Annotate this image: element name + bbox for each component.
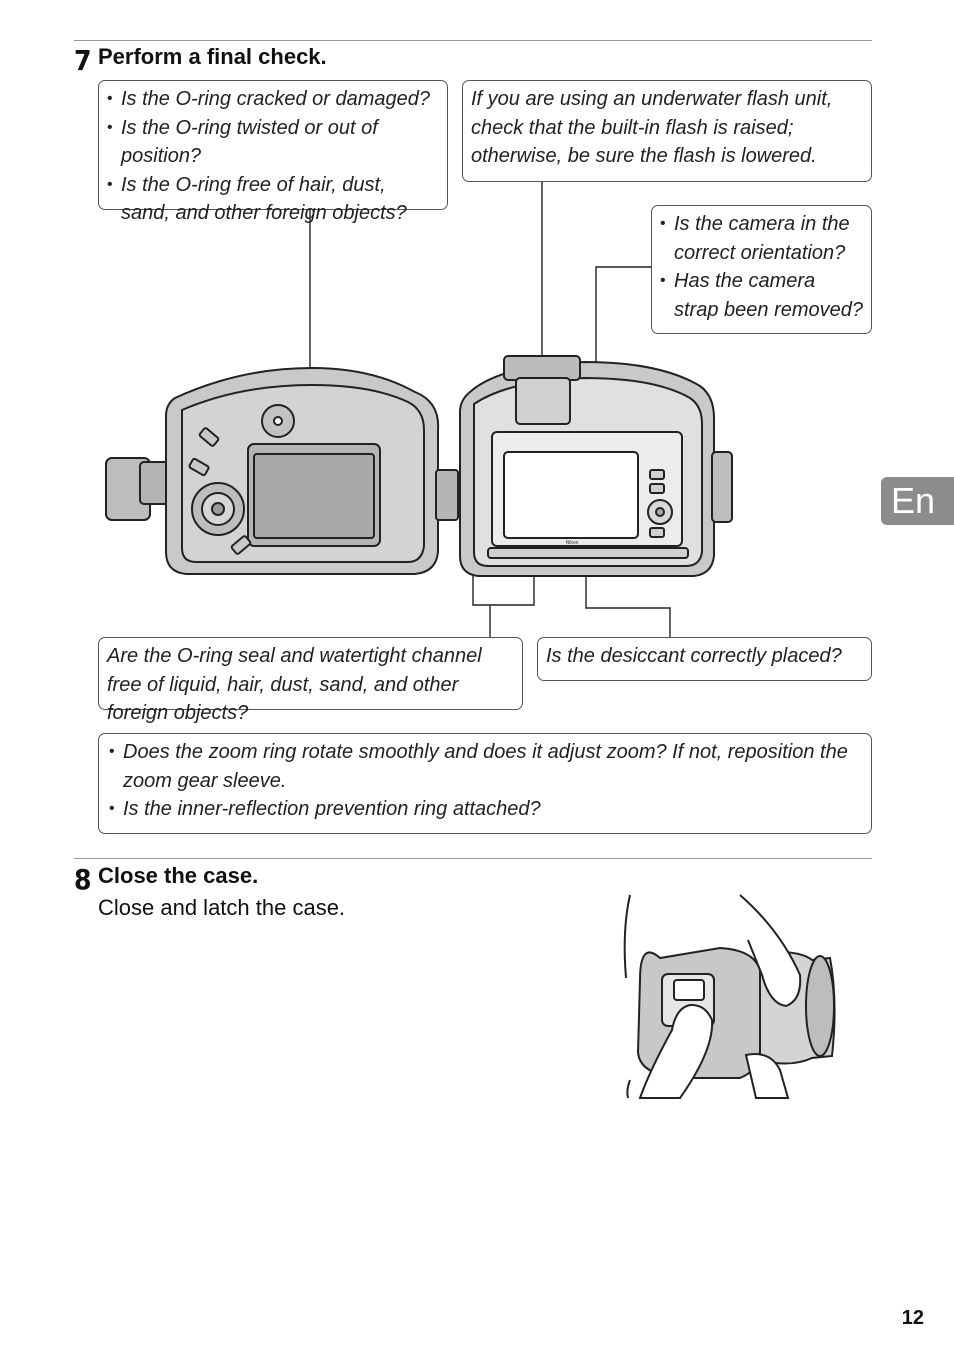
- callout-item: Has the camera strap been removed?: [660, 267, 863, 324]
- callout-desiccant-check: Is the desiccant correctly placed?: [537, 637, 872, 681]
- step-number-8: 8: [74, 863, 92, 896]
- page-number: 12: [901, 1307, 924, 1329]
- camera-brand-label: Nikon: [566, 540, 579, 546]
- callout-text: If you are using an underwater flash uni…: [471, 88, 833, 167]
- section-rule-step8: [74, 858, 872, 859]
- callout-item: Is the inner-reflection prevention ring …: [109, 795, 863, 824]
- callout-item: Is the O-ring twisted or out of position…: [107, 114, 439, 171]
- callout-flash-check: If you are using an underwater flash uni…: [462, 80, 872, 182]
- step-body-8: Close and latch the case.: [98, 895, 346, 920]
- callout-text: Is the desiccant correctly placed?: [546, 645, 842, 667]
- callout-item: Is the O-ring free of hair, dust, sand, …: [107, 171, 439, 228]
- callout-seal-check: Are the O-ring seal and watertight chann…: [98, 637, 523, 724]
- callout-item: Does the zoom ring rotate smoothly and d…: [109, 738, 863, 795]
- callout-oring-check: Is the O-ring cracked or damaged? Is the…: [98, 80, 448, 224]
- callout-zoom-check: Does the zoom ring rotate smoothly and d…: [98, 733, 872, 834]
- step-title-7: Perform a final check.: [98, 44, 327, 69]
- callout-camera-check: Is the camera in the correct orientation…: [651, 205, 872, 334]
- callout-item: Is the camera in the correct orientation…: [660, 210, 863, 267]
- language-tab: En: [881, 477, 954, 525]
- section-rule-step7: [74, 40, 872, 41]
- case-lid: [105, 366, 459, 575]
- step-title-8: Close the case.: [98, 863, 259, 888]
- callout-text: Are the O-ring seal and watertight chann…: [107, 645, 482, 724]
- step-number-7: 7: [74, 44, 92, 77]
- case-body: [459, 355, 733, 577]
- callout-item: Is the O-ring cracked or damaged?: [107, 85, 439, 114]
